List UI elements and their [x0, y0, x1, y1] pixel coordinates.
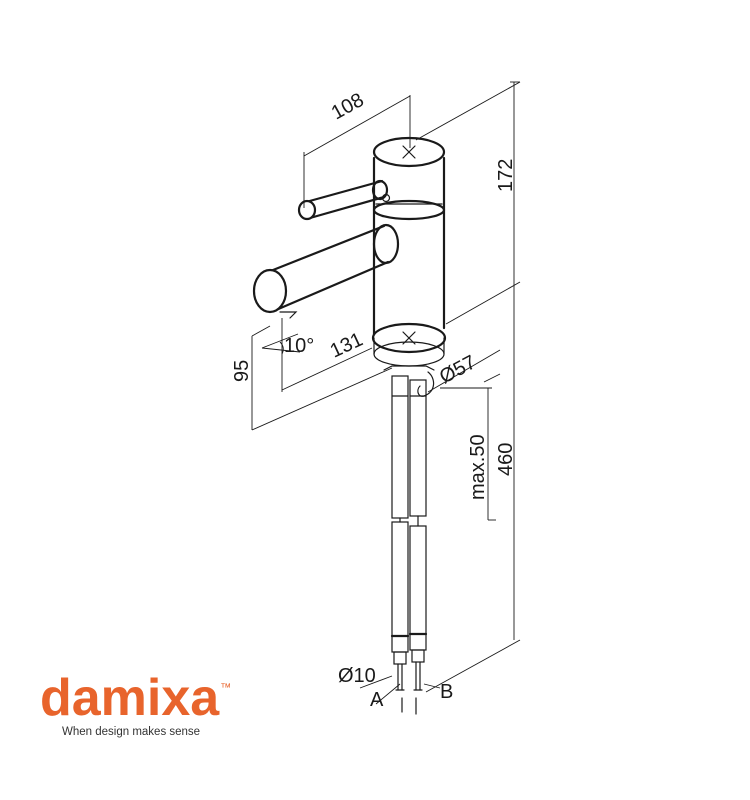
supply-hoses	[390, 375, 428, 715]
brand-logo: damixa™	[40, 672, 231, 724]
base-flange	[371, 322, 447, 397]
dim-top-height: 172	[495, 159, 517, 192]
dim-spout-angle: 10°	[284, 335, 314, 357]
dimension-lines	[251, 81, 521, 705]
dim-spout-height: 95	[231, 360, 253, 382]
brand-name: damixa	[40, 669, 220, 727]
brand-trademark: ™	[220, 682, 232, 694]
dim-hose-diameter: Ø10	[338, 665, 376, 687]
dim-spout-reach: 131	[327, 328, 367, 362]
lever-handle	[297, 179, 389, 221]
dim-hose-length: 460	[495, 443, 517, 476]
dim-max-thickness: max.50	[467, 434, 489, 500]
hose-label-a: A	[370, 689, 384, 711]
dim-lever-reach: 108	[328, 89, 368, 124]
brand-tagline: When design makes sense	[62, 726, 201, 738]
hose-label-b: B	[440, 681, 453, 703]
faucet-body	[372, 136, 446, 340]
spout	[252, 223, 400, 319]
